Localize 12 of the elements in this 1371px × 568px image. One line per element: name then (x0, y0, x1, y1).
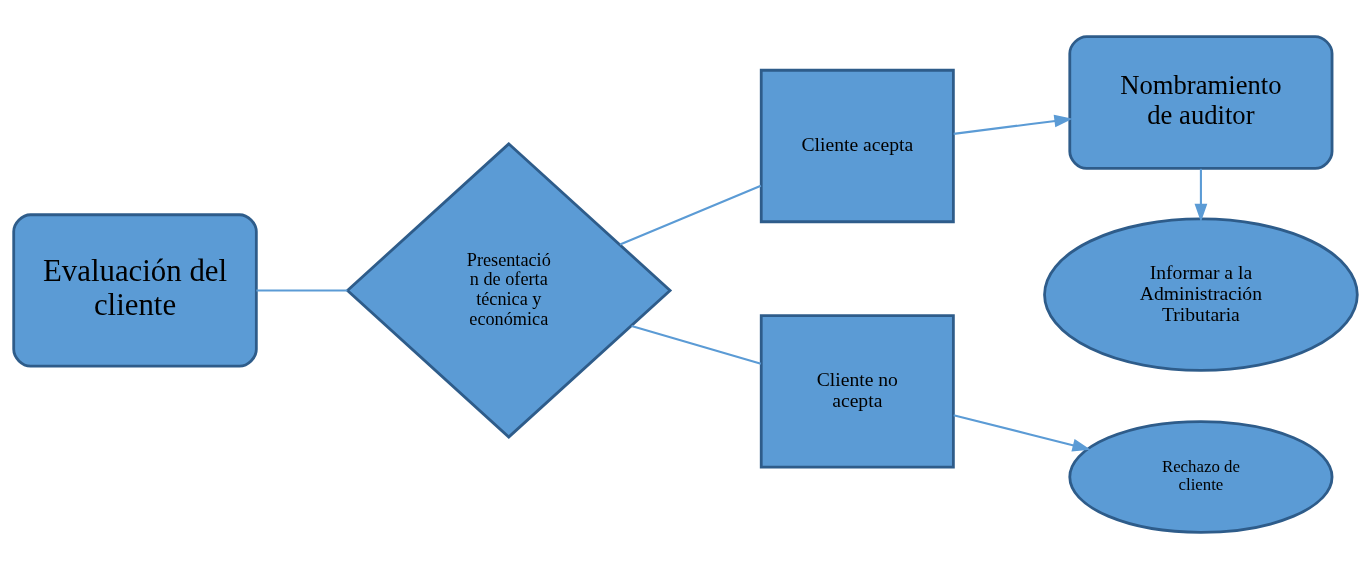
node-box: Cliente no acepta (759, 313, 955, 469)
node-box: Evaluación del cliente (12, 212, 258, 368)
connector (256, 288, 348, 291)
node-box: Cliente acepta (759, 68, 955, 223)
node-box: Nombramiento de auditor (1068, 34, 1334, 170)
node-diamond: Presentació n de oferta técnica y económica (345, 141, 673, 439)
node-ellipse: Informar a la Administración Tributaria (1043, 217, 1359, 372)
arrow (953, 114, 1073, 135)
connector (631, 324, 762, 365)
connector (619, 184, 762, 246)
arrow (953, 413, 1091, 451)
arrow (1194, 168, 1208, 222)
